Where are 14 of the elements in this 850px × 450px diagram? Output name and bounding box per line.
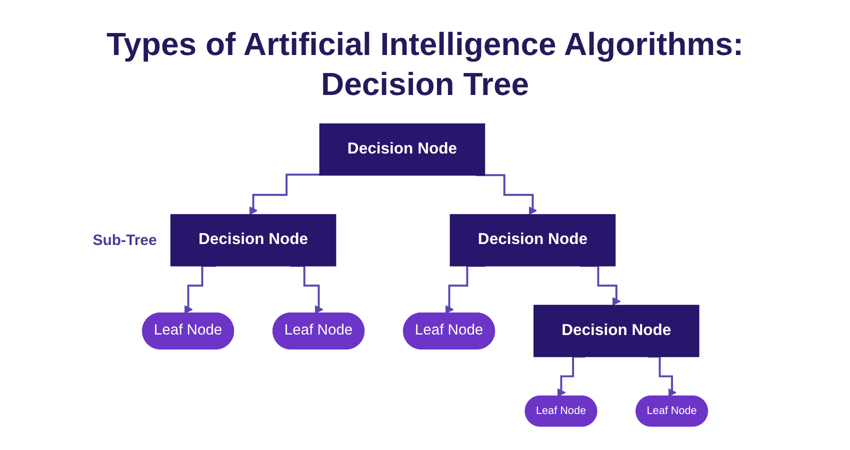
title: Types of Artificial Intelligence Algorithms: Decision Tree [105, 25, 745, 104]
node-box: Decision Node [534, 304, 700, 358]
arrow [580, 264, 621, 306]
arrow [445, 264, 486, 314]
node-box: Decision Node [170, 214, 336, 266]
arrow [648, 356, 677, 397]
node-box: Decision Node [450, 214, 616, 266]
arrow [476, 174, 538, 215]
arrow [290, 264, 324, 314]
arrow [248, 174, 320, 215]
node-box: Decision Node [319, 123, 486, 176]
arrow [184, 264, 216, 314]
arrow [557, 356, 586, 397]
side-label: Sub-Tree [92, 232, 157, 249]
